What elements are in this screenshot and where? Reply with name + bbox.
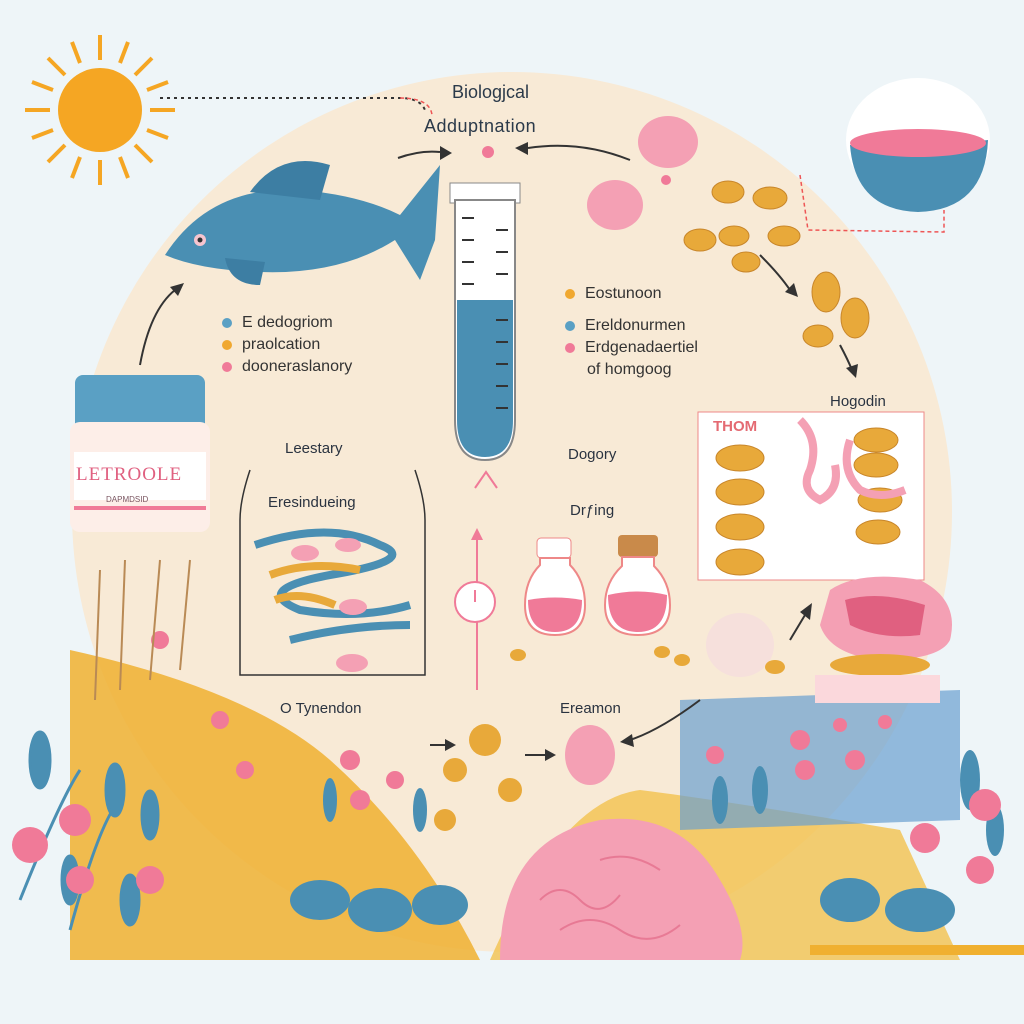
label-thom: THOM (713, 418, 758, 435)
diagram-title-line1: Biologjcal (452, 82, 530, 102)
legend-item: Eostunoon (565, 283, 698, 305)
sun-icon (25, 35, 175, 185)
legend-label: of homgoog (587, 361, 672, 378)
label-eresindueing: Eresindueing (268, 494, 356, 511)
legend-item: dooneraslanory (222, 356, 352, 378)
red-dashed-connector (399, 97, 433, 116)
coil-icon (253, 528, 412, 644)
legend-item: praolcation (222, 334, 352, 356)
label-tynendon: O Tynendon (280, 700, 362, 717)
jar-title: LETROOLE (76, 464, 183, 485)
legend-dot-orange (565, 289, 575, 299)
legend-label: Eostunoon (585, 285, 662, 302)
legend-label: Ereldonurmen (585, 317, 686, 334)
flask-icon (523, 535, 672, 637)
center-dot (482, 146, 494, 158)
pink-egg-icon (587, 116, 698, 230)
bowl-icon (846, 78, 990, 212)
legend-dot-pink (565, 343, 575, 353)
ground-left (70, 650, 480, 960)
white-egg-icon (706, 613, 774, 677)
legend-dot-blue (565, 321, 575, 331)
legend-item: Erdgenadaertiel (565, 337, 698, 359)
legend-dot-orange (222, 340, 232, 350)
egg-arrow (527, 144, 631, 161)
flowers-middle (290, 724, 522, 932)
seed-cluster-icon (683, 180, 870, 348)
legend-item: E dedogriom (222, 312, 352, 334)
label-ereamon: Ereamon (560, 700, 621, 717)
legend-label: praolcation (242, 336, 321, 353)
fish-arrow (397, 150, 441, 159)
tissue-mound-icon (500, 818, 743, 960)
legend-label: E dedogriom (242, 314, 333, 331)
diagram-title-line2: Adduptnation (424, 116, 537, 136)
legend-label: dooneraslanory (242, 358, 353, 375)
label-drying: Drƒing (570, 502, 615, 519)
legend-dot-blue (222, 318, 232, 328)
test-tube-icon (449, 182, 521, 462)
legend-item: Ereldonurmen (565, 315, 698, 337)
label-leestary: Leestary (285, 440, 343, 457)
letroole-jar-icon (70, 375, 210, 532)
flowers-right (706, 715, 1004, 932)
fish-icon (165, 161, 440, 285)
legend-label: Erdgenadaertiel (585, 339, 698, 356)
left-legend: E dedogriom praolcation dooneraslanory (222, 312, 352, 378)
right-legend: Eostunoon Ereldonurmen Erdgenadaertiel o… (565, 283, 698, 381)
label-hogodin: Hogodin (830, 393, 886, 410)
flowers-left (12, 559, 254, 931)
legend-item: of homgoog (565, 359, 698, 381)
label-dogory: Dogory (568, 446, 617, 463)
jar-subtitle: DAPMDSID (106, 495, 149, 504)
hogodin-panel (697, 411, 925, 581)
tissue-icon (815, 576, 952, 703)
pink-cell-icon (565, 725, 615, 785)
legend-dot-pink (222, 362, 232, 372)
